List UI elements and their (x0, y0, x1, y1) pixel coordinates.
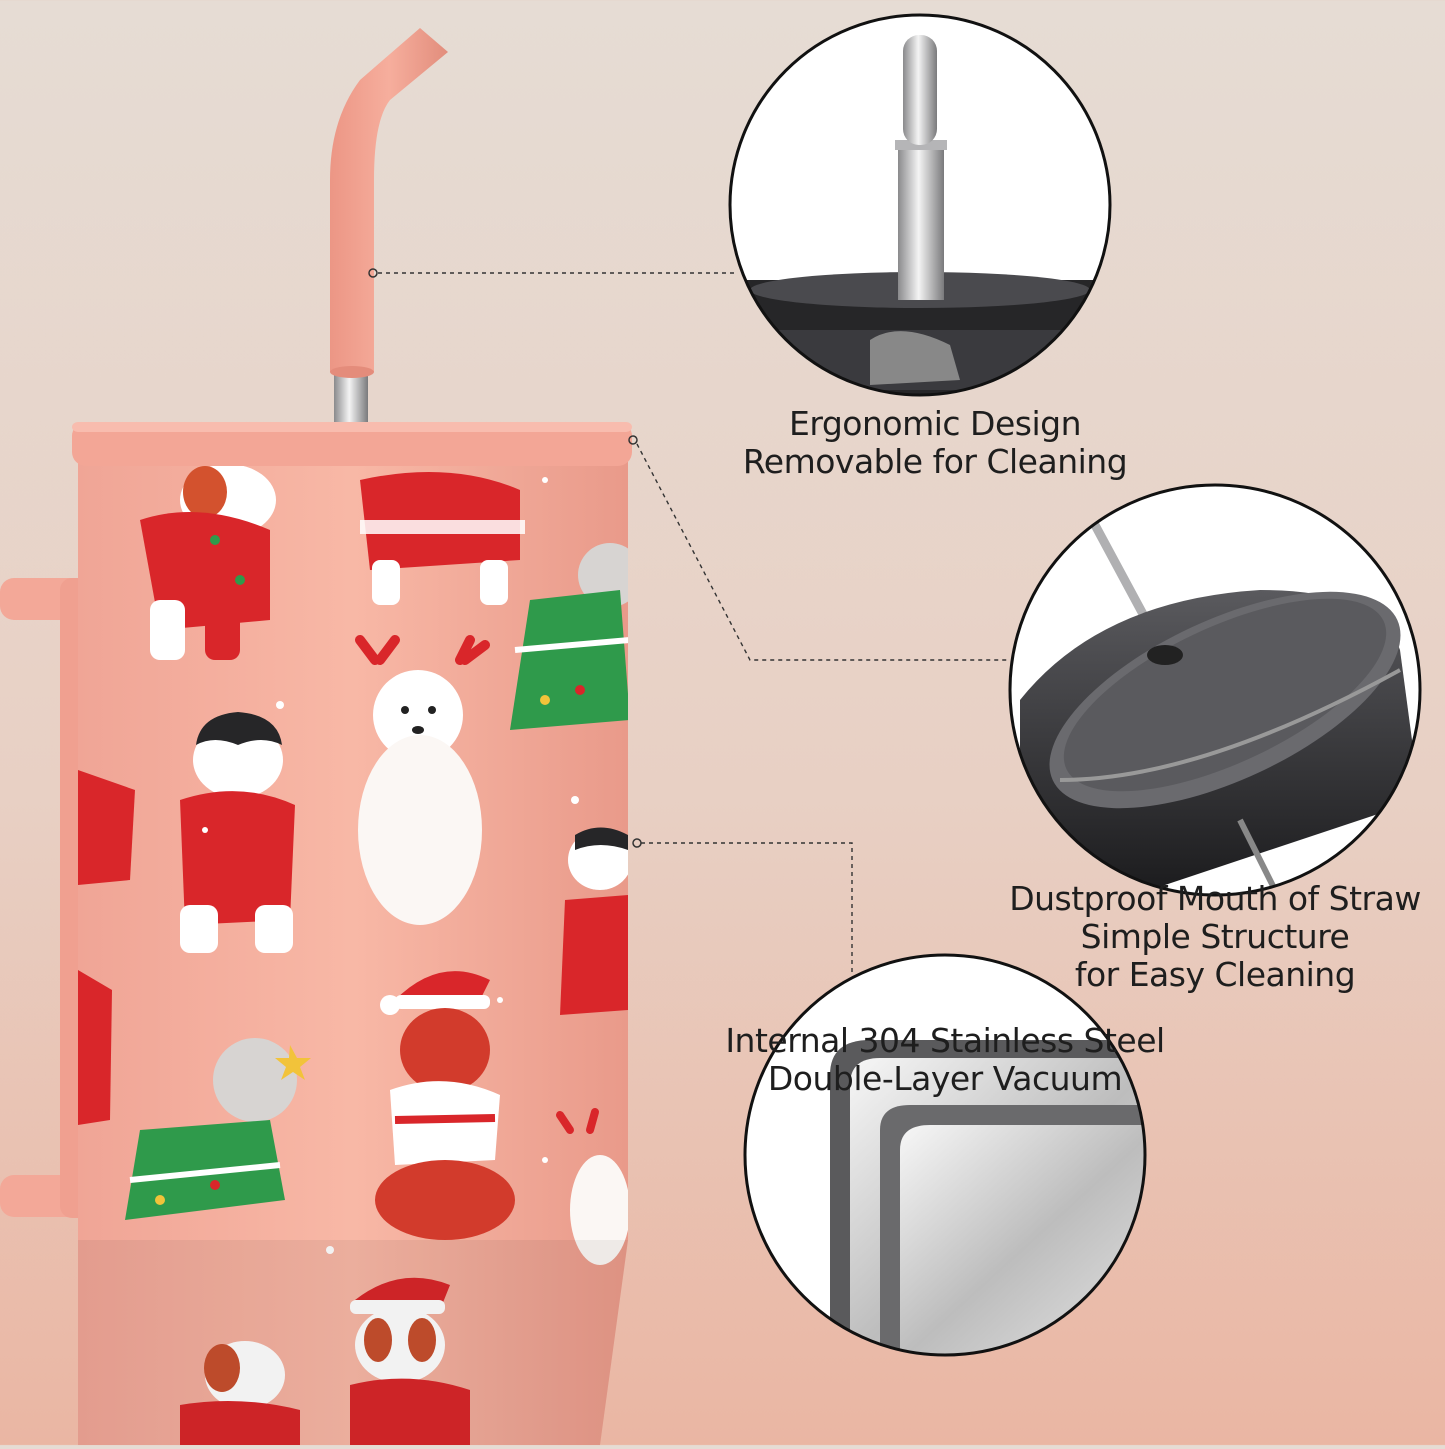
dog-figure (556, 1108, 628, 1265)
dog-figure (78, 770, 135, 885)
steel-layer-icon (743, 953, 1147, 1357)
caption-line: Ergonomic Design (789, 404, 1081, 443)
dog-figure (180, 1341, 300, 1445)
dog-figure (180, 712, 295, 953)
callout-dot (632, 838, 642, 848)
dog-figure (140, 464, 276, 660)
dog-figure (125, 1038, 311, 1220)
dog-figure (560, 827, 628, 1015)
lid-icon (1008, 483, 1422, 897)
snowflake-decor (202, 477, 579, 1254)
dog-figure (78, 970, 112, 1125)
callout-lines (378, 272, 1010, 975)
feature-caption-wall-text-final: Internal 304 Stainless Steel Double-Laye… (700, 1022, 1190, 1098)
dog-figure (375, 971, 515, 1240)
tumbler-lid (72, 422, 638, 466)
feature-caption-lid: Dustproof Mouth of Straw Simple Structur… (985, 880, 1445, 994)
caption-line: Removable for Cleaning (742, 442, 1128, 481)
caption-line: Double-Layer Vacuum (767, 1059, 1123, 1098)
tumbler-body (78, 460, 628, 1445)
dog-figure (360, 472, 525, 605)
feature-caption-straw: Ergonomic Design Removable for Cleaning (700, 405, 1170, 481)
dog-figure (355, 635, 490, 925)
caption-line: Dustproof Mouth of Straw (1009, 879, 1421, 918)
dog-figure (350, 1277, 470, 1445)
straw-tip-icon (728, 13, 1112, 397)
caption-line: Internal 304 Stainless Steel (725, 1021, 1165, 1060)
dog-figure (510, 543, 628, 730)
caption-line: for Easy Cleaning (1074, 955, 1356, 994)
straw (330, 28, 448, 430)
caption-line: Simple Structure (1080, 917, 1350, 956)
